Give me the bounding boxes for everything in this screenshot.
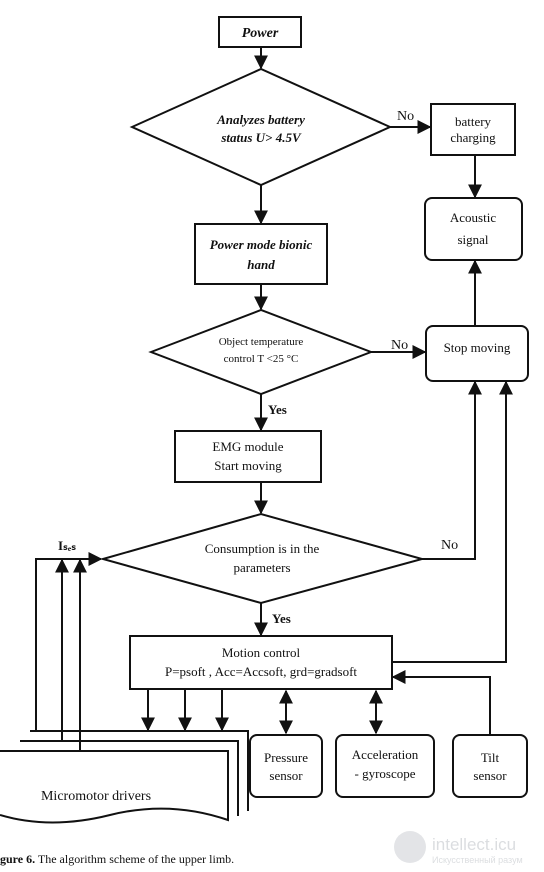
- edge-consumption-no: [422, 380, 482, 560]
- acoustic-line-1: Acoustic: [450, 210, 496, 225]
- pressure-line-1: Pressure: [264, 750, 308, 765]
- consumption-line-1: Consumption is in the: [205, 541, 320, 556]
- consumption-line-2: parameters: [233, 560, 290, 575]
- pressure-sensor-box: [249, 734, 323, 798]
- emg-module-box: [174, 430, 322, 483]
- motion-line-2: P=psoft , Acc=Accsoft, grd=gradsoft: [165, 664, 357, 679]
- acceleration-box: [335, 734, 435, 798]
- tilt-sensor-box: [452, 734, 528, 798]
- battery-charging-line-2: charging: [450, 130, 496, 145]
- power-mode-line-2: hand: [247, 257, 275, 272]
- battery-charging-box: [430, 103, 516, 156]
- edge-label-no-battery: No: [397, 109, 414, 124]
- battery-decision: [129, 67, 393, 187]
- edge-motion-to-stop: [392, 380, 513, 663]
- motion-line-1: Motion control: [222, 645, 301, 660]
- motion-control-box: [129, 635, 393, 690]
- edge-label-no-consumption: No: [441, 538, 458, 553]
- watermark-brand: intellect.icu: [432, 835, 516, 854]
- brain-icon: [394, 831, 426, 863]
- tilt-line-1: Tilt: [481, 750, 500, 765]
- battery-check-line-1: Analyzes battery: [216, 112, 305, 127]
- tilt-line-2: sensor: [473, 768, 507, 783]
- temp-check-line-2: control T <25 °C: [224, 353, 299, 365]
- power-label: Power: [242, 26, 279, 41]
- power-mode-line-1: Power mode bionic: [210, 237, 313, 252]
- watermark-sub: Искусственный разум: [432, 855, 523, 865]
- figure-caption-prefix: gure 6.: [0, 852, 36, 866]
- battery-check-line-2: status U> 4.5V: [220, 130, 302, 145]
- edge-feedback-1: [35, 552, 103, 731]
- micromotor-stack-front: [0, 750, 229, 824]
- stop-moving-label: Stop moving: [444, 340, 511, 355]
- micromotor-label: Micromotor drivers: [41, 789, 151, 804]
- edge-tilt-sensor: [391, 670, 491, 735]
- power-mode-box: [194, 223, 328, 285]
- battery-charging-line-1: battery: [455, 114, 492, 129]
- consumption-decision: [99, 512, 426, 605]
- figure-caption-text: The algorithm scheme of the upper limb.: [35, 852, 235, 866]
- watermark-logo: intellect.icu Искусственный разум: [394, 831, 523, 865]
- figure-caption: gure 6. The algorithm scheme of the uppe…: [0, 852, 234, 867]
- temperature-decision: [148, 308, 374, 396]
- temp-check-line-1: Object temperature: [219, 336, 304, 348]
- pressure-line-2: sensor: [269, 768, 303, 783]
- edge-label-yes-consumption: Yes: [272, 611, 291, 626]
- current-label: Iₛₑₛ: [58, 538, 76, 553]
- edge-label-no-temp: No: [391, 338, 408, 353]
- acceleration-line-1: Acceleration: [352, 747, 419, 762]
- edge-label-yes-temp: Yes: [268, 402, 287, 417]
- emg-line-2: Start moving: [214, 458, 282, 473]
- emg-line-1: EMG module: [212, 439, 283, 454]
- acoustic-line-2: signal: [457, 232, 488, 247]
- acoustic-signal-box: [424, 197, 523, 261]
- acceleration-line-2: - gyroscope: [354, 766, 415, 781]
